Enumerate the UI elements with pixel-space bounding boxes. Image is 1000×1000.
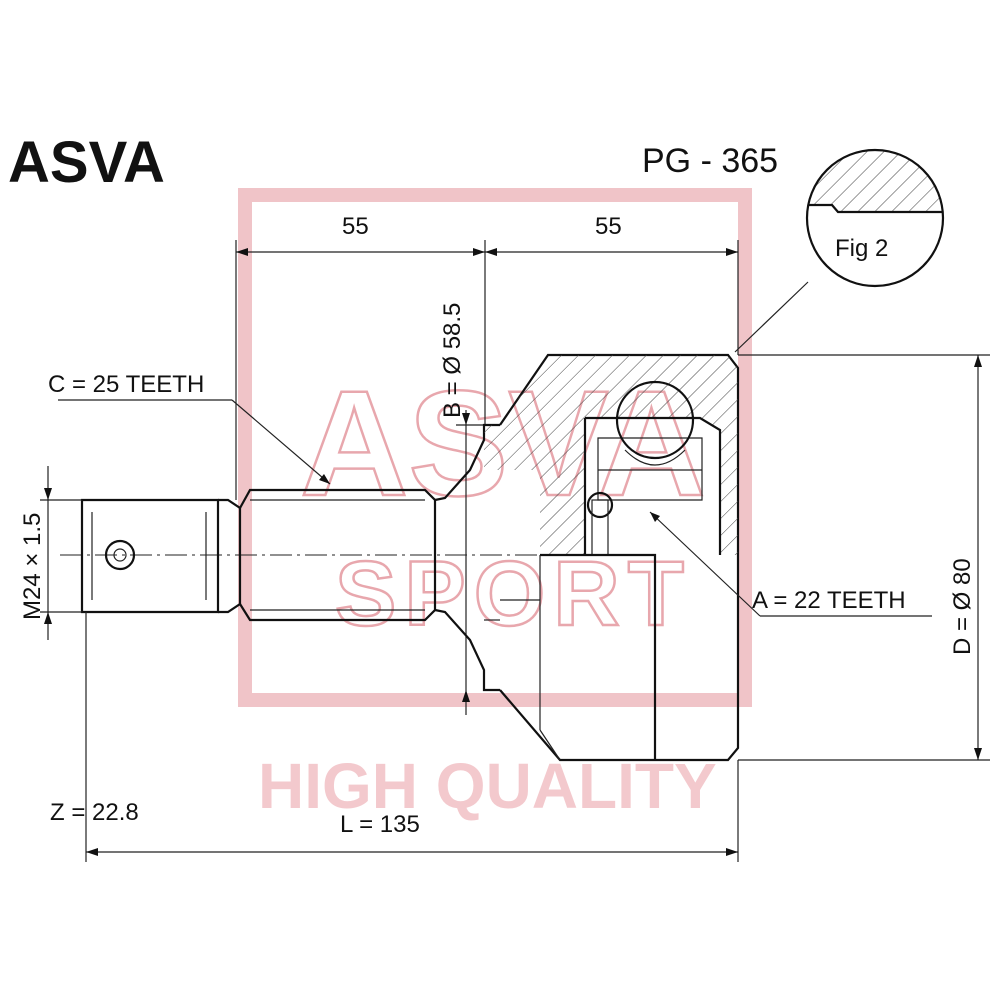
d-diameter-group: D = Ø 80 (738, 354, 990, 761)
threaded-stub (80, 498, 220, 614)
fig2-label: Fig 2 (835, 235, 888, 262)
thread-dimension: M24 × 1.5 (19, 466, 82, 640)
part-number: PG - 365 (642, 142, 778, 180)
l-length-label: L = 135 (340, 811, 420, 838)
brand-title: ASVA (8, 130, 165, 195)
b-diameter-group: B = Ø 58.5 (439, 303, 486, 715)
top-dimensions: 55 55 (235, 213, 739, 500)
c-teeth-label: C = 25 TEETH (48, 371, 204, 398)
a-teeth-group: A = 22 TEETH (649, 511, 932, 617)
joint-body (80, 353, 740, 762)
spline-shaft (239, 488, 437, 622)
inner-race-hole (586, 491, 614, 519)
ball (615, 380, 695, 460)
a-teeth-label: A = 22 TEETH (752, 587, 906, 614)
watermark-frame (238, 188, 752, 707)
c-teeth-group: C = 25 TEETH (48, 371, 331, 485)
watermark-tagline: HIGH QUALITY (258, 750, 717, 822)
dim-left-length: 55 (342, 213, 369, 240)
b-diameter-label: B = Ø 58.5 (439, 303, 466, 418)
fig2-circle (805, 148, 945, 288)
thread-label: M24 × 1.5 (19, 513, 46, 620)
bottom-dimensions: Z = 22.8 L = 135 (50, 612, 739, 862)
fig2-leader (734, 281, 809, 353)
d-diameter-label: D = Ø 80 (949, 558, 976, 655)
watermark: ASVA SPORT HIGH QUALITY (238, 188, 752, 822)
fig2-detail: Fig 2 (734, 148, 945, 353)
z-value-label: Z = 22.8 (50, 799, 139, 826)
watermark-sub-text: SPORT (335, 543, 692, 645)
housing-section-hatch (484, 355, 738, 555)
stub-hole (104, 539, 136, 571)
dim-right-length: 55 (595, 213, 622, 240)
